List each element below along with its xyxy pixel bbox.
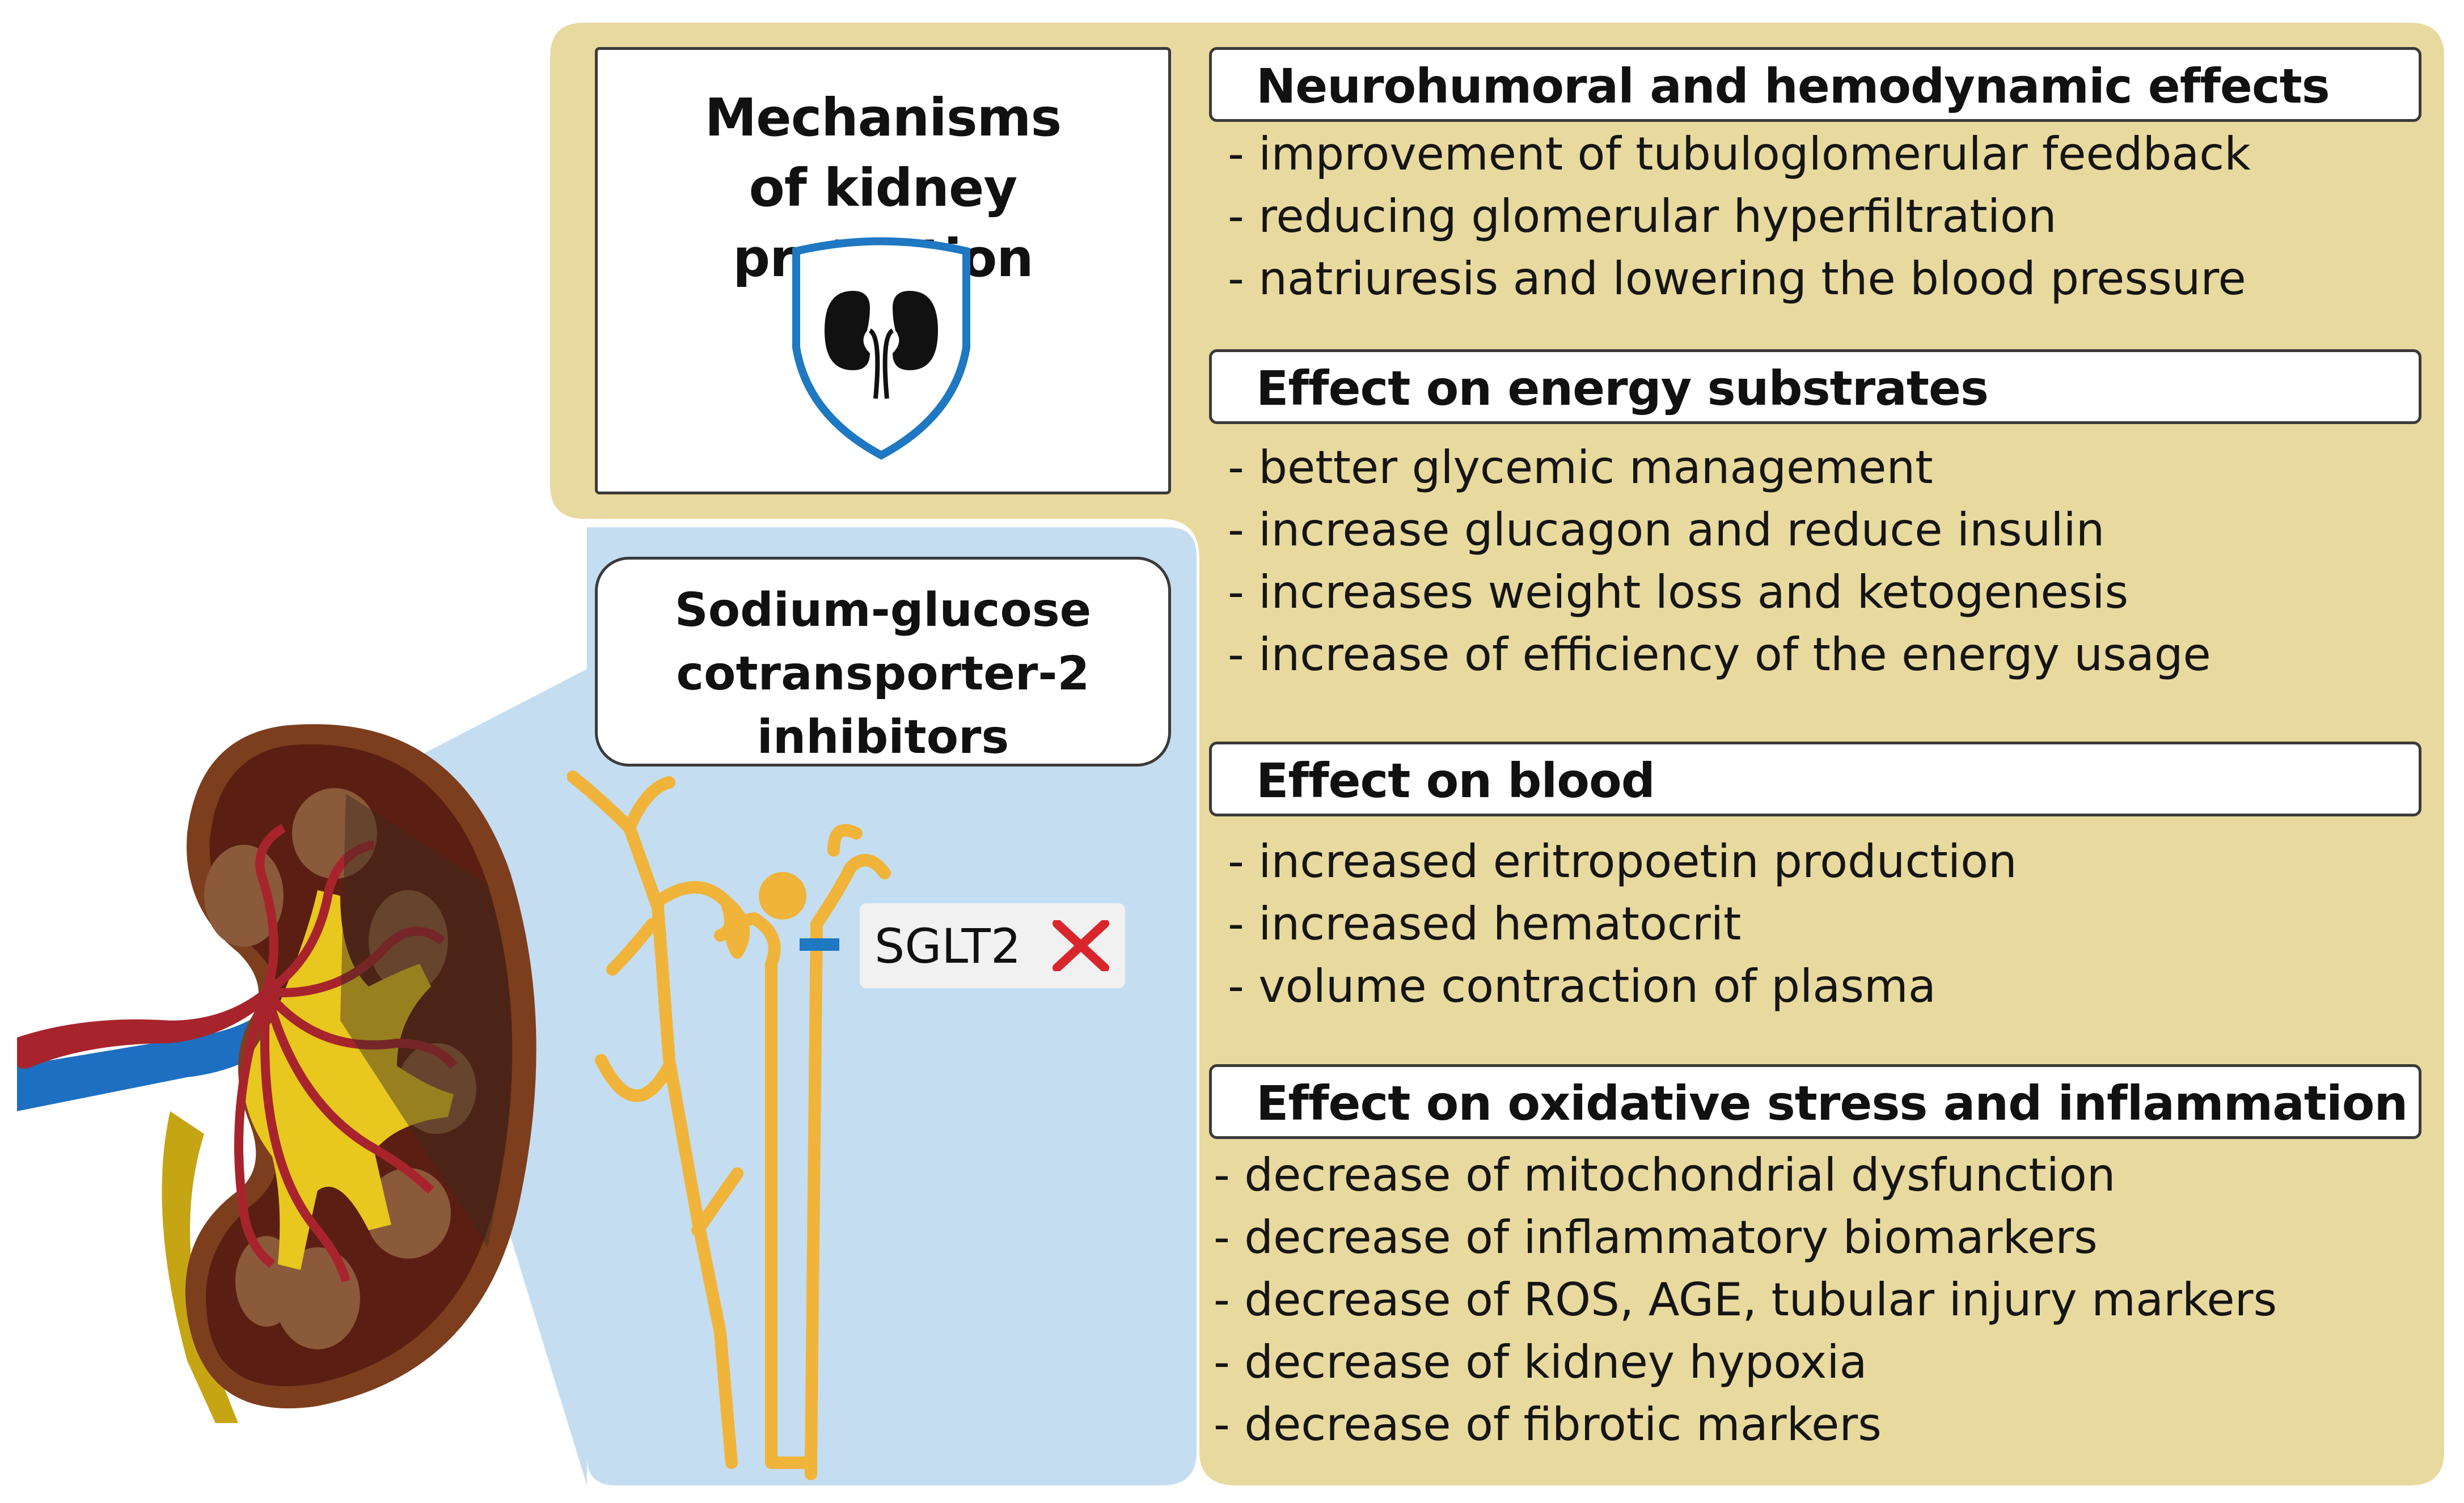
red-x-icon (1053, 920, 1109, 971)
glomerulus (759, 872, 806, 920)
section-header-text: Effect on energy substrates (1256, 361, 1989, 416)
list-item: - increased eritropoetin production (1228, 835, 2017, 888)
nephron-illustration (567, 770, 891, 1480)
list-item: - decrease of mitochondrial dysfunction (1214, 1149, 2116, 1201)
blue-panel (587, 527, 1197, 1485)
section-header: Effect on oxidative stress and inflammat… (1209, 1064, 2421, 1139)
renal-vein (17, 1009, 278, 1111)
drug-class-line-3: inhibitors (756, 710, 1009, 764)
title-line-1: Mechanisms (704, 87, 1062, 148)
list-item: - volume contraction of plasma (1228, 960, 1936, 1013)
sglt2-label: SGLT2 (874, 918, 1021, 974)
section-header-text: Neurohumoral and hemodynamic effects (1256, 58, 2330, 114)
list-item: - natriuresis and lowering the blood pre… (1228, 252, 2246, 305)
artery-branches (234, 824, 458, 1283)
kidney-highlight-shadow (340, 794, 513, 1247)
list-item: - increases weight loss and ketogenesis (1228, 566, 2129, 619)
list-item: - increased hematocrit (1228, 897, 1742, 950)
list-item: - better glycemic management (1228, 441, 1933, 494)
section-header: Effect on energy substrates (1209, 349, 2421, 424)
renal-artery (17, 987, 272, 1069)
list-item: - reducing glomerular hyperfiltration (1228, 190, 2057, 243)
sglt2-label-box: SGLT2 (860, 903, 1125, 988)
list-item: - decrease of inflammatory biomarkers (1214, 1211, 2098, 1264)
list-item: - improvement of tubuloglomerular feedba… (1228, 128, 2251, 180)
drug-class-box: Sodium-glucose cotransporter-2 inhibitor… (595, 557, 1171, 767)
section-header-text: Effect on oxidative stress and inflammat… (1256, 1076, 2408, 1131)
list-item: - decrease of kidney hypoxia (1214, 1336, 1867, 1388)
renal-pelvis (243, 890, 454, 1270)
section-header-text: Effect on blood (1256, 753, 1655, 808)
list-item: - increase glucagon and reduce insulin (1228, 503, 2105, 556)
drug-class-label: Sodium-glucose cotransporter-2 inhibitor… (598, 579, 1168, 769)
drug-class-line-2: cotransporter-2 (676, 647, 1090, 701)
section-header: Neurohumoral and hemodynamic effects (1209, 47, 2421, 122)
list-item: - increase of efficiency of the energy u… (1228, 628, 2211, 681)
list-item: - decrease of fibrotic markers (1214, 1398, 1882, 1451)
kidney-illustration (17, 724, 536, 1423)
list-item: - decrease of ROS, AGE, tubular injury m… (1214, 1273, 2277, 1326)
ureter (162, 1111, 238, 1423)
sglt2-marker (800, 938, 839, 951)
shield-with-kidneys-icon (792, 237, 970, 460)
section-header: Effect on blood (1209, 742, 2421, 816)
title-box: Mechanisms of kidney protection (595, 47, 1171, 494)
drug-class-line-1: Sodium-glucose (674, 583, 1092, 637)
